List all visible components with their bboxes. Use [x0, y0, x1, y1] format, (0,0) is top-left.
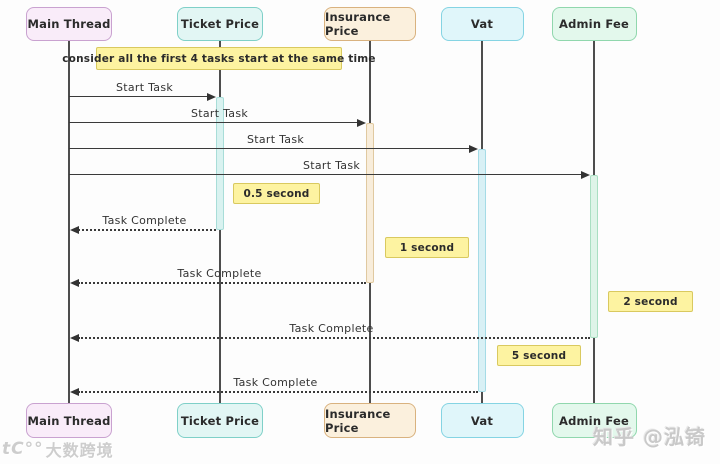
message-line-7: [78, 391, 478, 393]
actor-label: Ticket Price: [180, 17, 260, 31]
arrowhead-icon-7: [70, 388, 79, 396]
message-label-3: Start Task: [302, 159, 361, 172]
actor-insurance-price-bottom: Insurance Price: [324, 403, 416, 438]
actor-label: Admin Fee: [558, 413, 630, 428]
message-label-6: Task Complete: [289, 322, 374, 335]
actor-admin-fee-top: Admin Fee: [551, 7, 637, 41]
message-label-5: Task Complete: [177, 267, 262, 280]
actor-ticket-price-bottom: Ticket Price: [177, 403, 263, 438]
lifeline-main-thread: [68, 41, 70, 404]
actor-label: Insurance Price: [325, 406, 391, 435]
arrowhead-icon-2: [469, 145, 478, 153]
watermark-bottom-right: 知乎 @泓锜: [593, 425, 706, 449]
message-label-0: Start Task: [115, 81, 174, 94]
message-line-6: [78, 337, 590, 339]
actor-main-thread-bottom: Main Thread: [26, 403, 112, 438]
note-duration-2: 2 second: [608, 291, 693, 312]
actor-vat-top: Vat: [440, 7, 524, 41]
message-line-1: [69, 122, 358, 123]
watermark-bottom-left: tC°° 大数跨境: [2, 437, 114, 461]
actor-label: Insurance Price: [325, 10, 391, 38]
actor-label: Admin Fee: [558, 17, 630, 31]
actor-label: Vat: [470, 17, 494, 31]
arrowhead-icon-0: [207, 93, 216, 101]
message-label-1: Start Task: [190, 107, 249, 120]
arrowhead-icon-4: [70, 226, 79, 234]
watermark-logo-icon: tC°°: [2, 439, 44, 459]
activation-bar-admin-fee: [590, 175, 598, 338]
watermark-bottom-left-text: 大数跨境: [45, 441, 114, 460]
message-line-0: [69, 96, 208, 97]
actor-vat-bottom: Vat: [440, 403, 524, 438]
arrowhead-icon-1: [357, 119, 366, 127]
activation-bar-vat: [478, 149, 486, 392]
note-duration-1: 1 second: [385, 237, 469, 258]
actor-label: Ticket Price: [180, 413, 260, 428]
message-label-4: Task Complete: [102, 214, 187, 227]
actor-ticket-price-top: Ticket Price: [177, 7, 263, 41]
note-duration-3: 5 second: [497, 345, 581, 366]
activation-bar-insurance-price: [366, 123, 374, 283]
message-line-4: [78, 229, 216, 231]
note-duration-0: 0.5 second: [233, 183, 320, 204]
message-line-2: [69, 148, 470, 149]
actor-label: Main Thread: [27, 413, 111, 428]
actor-main-thread-top: Main Thread: [26, 7, 112, 41]
actor-label: Main Thread: [27, 17, 111, 31]
actor-label: Vat: [470, 413, 494, 428]
arrowhead-icon-5: [70, 279, 79, 287]
actor-insurance-price-top: Insurance Price: [324, 7, 416, 41]
activation-bar-ticket-price: [216, 97, 224, 230]
actor-admin-fee-bottom: Admin Fee: [551, 403, 637, 438]
arrowhead-icon-6: [70, 334, 79, 342]
arrowhead-icon-3: [581, 171, 590, 179]
note-top: consider all the first 4 tasks start at …: [62, 47, 376, 70]
message-label-2: Start Task: [246, 133, 305, 146]
message-line-3: [69, 174, 582, 175]
message-line-5: [78, 282, 366, 284]
message-label-7: Task Complete: [233, 376, 318, 389]
